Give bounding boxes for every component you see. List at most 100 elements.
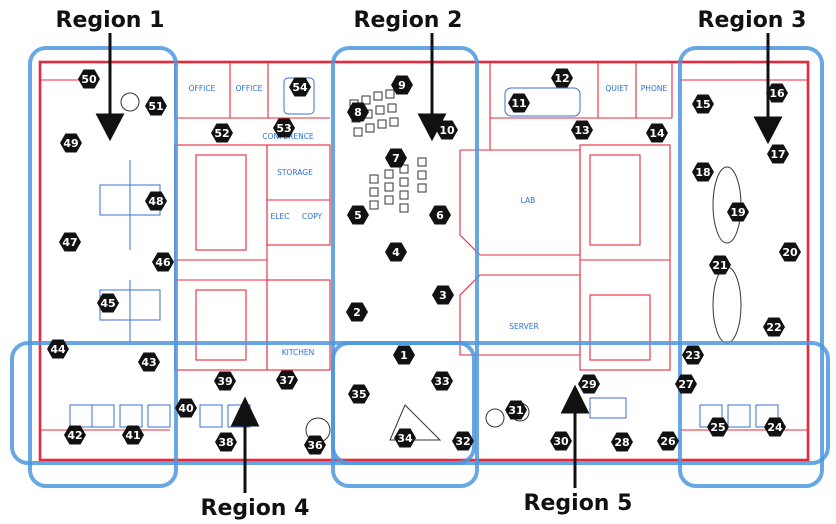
marker-number: 15 [695,98,710,111]
marker-hexagon [276,370,298,390]
marker-number: 8 [354,106,362,119]
marker-hexagon [47,339,69,359]
location-marker: 22 [763,317,785,337]
location-marker: 17 [767,144,789,164]
marker-hexagon [346,302,368,322]
marker-number: 9 [398,79,406,92]
location-marker: 43 [138,352,160,372]
marker-number: 12 [554,72,569,85]
location-marker: 38 [215,432,237,452]
marker-hexagon [394,428,416,448]
location-marker: 41 [122,425,144,445]
room-label-office: OFFICE [236,84,263,93]
marker-hexagon [152,252,174,272]
location-marker: 25 [707,417,729,437]
marker-number: 42 [67,429,82,442]
location-marker: 49 [60,133,82,153]
room-label-office: OFFICE [189,84,216,93]
marker-number: 11 [511,97,526,110]
marker-number: 41 [125,429,140,442]
marker-number: 32 [455,435,470,448]
marker-number: 40 [178,402,194,415]
marker-number: 14 [649,127,665,140]
region-titles: Region 1 Region 2 Region 3 Region 4 Regi… [56,8,807,521]
location-marker: 42 [64,425,86,445]
location-marker: 13 [571,120,593,140]
marker-number: 54 [292,81,308,94]
marker-hexagon [347,205,369,225]
location-marker: 32 [452,431,474,451]
location-marker: 54 [289,77,311,97]
marker-number: 24 [767,421,783,434]
location-marker: 12 [551,68,573,88]
region-2-arrow [417,33,447,142]
marker-number: 27 [678,378,693,391]
marker-hexagon [347,102,369,122]
furniture [69,77,779,443]
marker-hexagon [766,83,788,103]
marker-number: 17 [770,148,785,161]
region-5-title: Region 5 [524,491,633,516]
marker-number: 16 [769,87,785,100]
marker-number: 34 [397,432,413,445]
region-2-title: Region 2 [354,8,463,33]
marker-number: 21 [712,259,727,272]
location-marker: 40 [175,398,197,418]
marker-hexagon [571,120,593,140]
room-label-storage: STORAGE [277,168,313,177]
marker-hexagon [289,77,311,97]
marker-number: 6 [436,209,444,222]
region-outlines [10,46,830,488]
location-marker: 31 [505,400,527,420]
room-label-phone: PHONE [641,84,668,93]
marker-number: 13 [574,124,589,137]
location-marker: 8 [347,102,369,122]
marker-number: 53 [276,122,291,135]
marker-hexagon [505,400,527,420]
marker-number: 46 [155,256,171,269]
location-marker: 45 [97,293,119,313]
location-marker: 18 [692,162,714,182]
marker-number: 43 [141,356,156,369]
location-marker: 1 [393,345,415,365]
region-4-title: Region 4 [201,496,310,521]
marker-number: 30 [553,435,569,448]
marker-number: 28 [614,436,629,449]
marker-number: 2 [353,306,361,319]
marker-hexagon [78,69,100,89]
location-marker: 46 [152,252,174,272]
location-marker: 15 [692,94,714,114]
marker-number: 1 [400,349,408,362]
marker-number: 31 [508,404,523,417]
marker-number: 36 [307,439,323,452]
location-marker: 24 [764,417,786,437]
location-marker: 9 [391,75,413,95]
marker-hexagon [175,398,197,418]
marker-hexagon [436,120,458,140]
marker-hexagon [59,232,81,252]
marker-number: 44 [50,343,66,356]
marker-number: 39 [217,375,232,388]
marker-number: 18 [695,166,710,179]
location-marker: 27 [675,374,697,394]
marker-number: 26 [660,435,676,448]
marker-number: 45 [100,297,115,310]
location-marker: 26 [657,431,679,451]
room-label-kitchen: KITCHEN [282,348,315,357]
marker-number: 22 [766,321,781,334]
marker-number: 29 [581,378,596,391]
region-5-outline [331,341,830,465]
location-marker: 47 [59,232,81,252]
marker-number: 47 [62,236,77,249]
marker-hexagon [682,345,704,365]
region-5-arrow [560,384,590,488]
marker-hexagon [727,202,749,222]
marker-hexagon [385,242,407,262]
marker-number: 4 [392,246,400,259]
marker-number: 49 [63,137,78,150]
marker-hexagon [391,75,413,95]
marker-hexagon [393,345,415,365]
marker-hexagon [60,133,82,153]
